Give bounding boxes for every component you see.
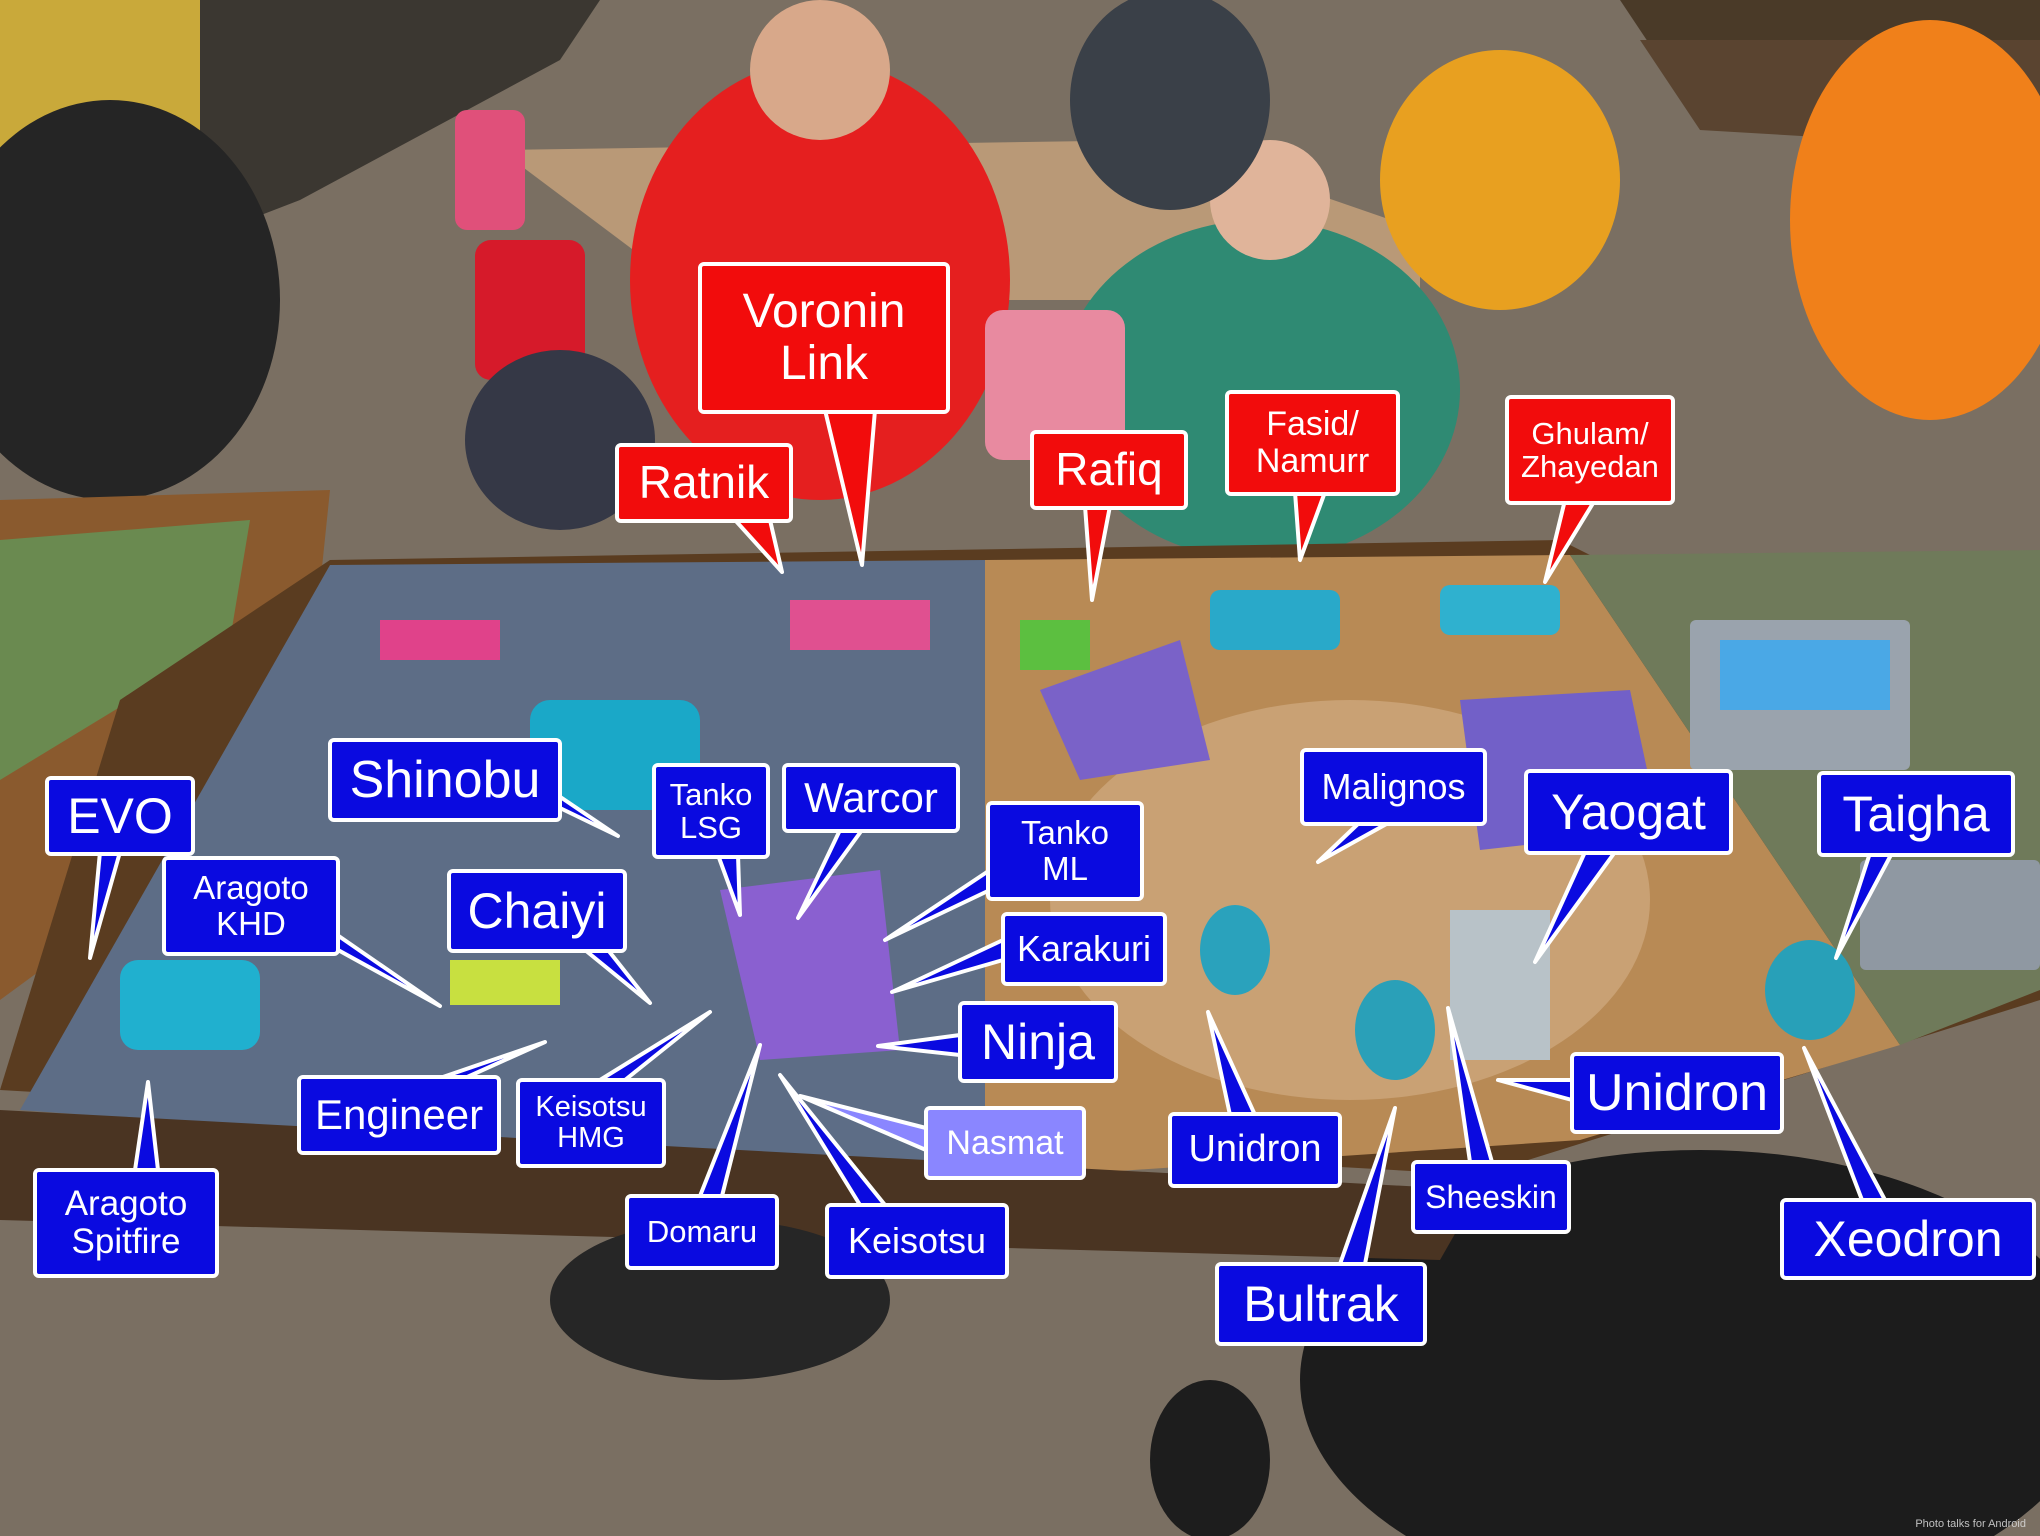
label-sheeskin: Sheeskin [1411, 1160, 1571, 1234]
label-aragoto-spitfire: Aragoto Spitfire [33, 1168, 219, 1278]
label-rafiq: Rafiq [1030, 430, 1188, 510]
label-yaogat: Yaogat [1524, 769, 1733, 855]
label-domaru: Domaru [625, 1194, 779, 1270]
label-keisotsu: Keisotsu [825, 1203, 1009, 1279]
label-engineer: Engineer [297, 1075, 501, 1155]
terrain-grey-walkway [1450, 910, 1550, 1060]
label-karakuri: Karakuri [1001, 912, 1167, 986]
person-tiedye [1380, 50, 1620, 310]
terrain-cyan-tower [1765, 940, 1855, 1040]
label-aragoto-khd: Aragoto KHD [162, 856, 340, 956]
chair-red [475, 240, 585, 380]
label-warcor: Warcor [782, 763, 960, 833]
person-dark-top [1070, 0, 1270, 210]
watermark: Photo talks for Android [1915, 1518, 2026, 1530]
terrain-pink-planter [380, 620, 500, 660]
label-unidron-right: Unidron [1570, 1052, 1784, 1134]
label-taigha: Taigha [1817, 771, 2015, 857]
terrain-purple-block-desert [1040, 640, 1210, 780]
label-ratnik: Ratnik [615, 443, 793, 523]
label-tanko-ml: Tanko ML [986, 801, 1144, 901]
label-keisotsu-hmg: Keisotsu HMG [516, 1078, 666, 1168]
label-voronin-link: Voronin Link [698, 262, 950, 414]
terrain-teal-container-2 [1440, 585, 1560, 635]
person-red-shirt-head [750, 0, 890, 140]
chair-pink [455, 110, 525, 230]
person-left-dark [0, 100, 280, 500]
label-bultrak: Bultrak [1215, 1262, 1427, 1346]
chair-pink-center [985, 310, 1125, 460]
jacket [465, 350, 655, 530]
label-xeodron: Xeodron [1780, 1198, 2036, 1280]
terrain-grey-building-far-right [1860, 860, 2040, 970]
label-tanko-lsg: Tanko LSG [652, 763, 770, 859]
terrain-cyan-tower-2 [1355, 980, 1435, 1080]
label-malignos: Malignos [1300, 748, 1487, 826]
left-side-board [0, 520, 250, 780]
label-evo: EVO [45, 776, 195, 856]
terrain-pink-planter-2 [790, 600, 930, 650]
label-ghulam-zhayedan: Ghulam/ Zhayedan [1505, 395, 1675, 505]
label-shinobu: Shinobu [328, 738, 562, 822]
terrain-cyan-tower-3 [1200, 905, 1270, 995]
label-chaiyi: Chaiyi [447, 869, 627, 953]
terrain-blue-roof-right [1720, 640, 1890, 710]
label-nasmat: Nasmat [924, 1106, 1086, 1180]
shoe [1150, 1380, 1270, 1536]
person-tiedye-right [1790, 20, 2040, 420]
terrain-teal-container [1210, 590, 1340, 650]
label-unidron-left: Unidron [1168, 1112, 1342, 1188]
terrain-green-planter [1020, 620, 1090, 670]
label-ninja: Ninja [958, 1001, 1118, 1083]
terrain-yellow-planter [450, 960, 560, 1005]
terrain-cyan-pad-left [120, 960, 260, 1050]
label-fasid-namurr: Fasid/ Namurr [1225, 390, 1400, 496]
